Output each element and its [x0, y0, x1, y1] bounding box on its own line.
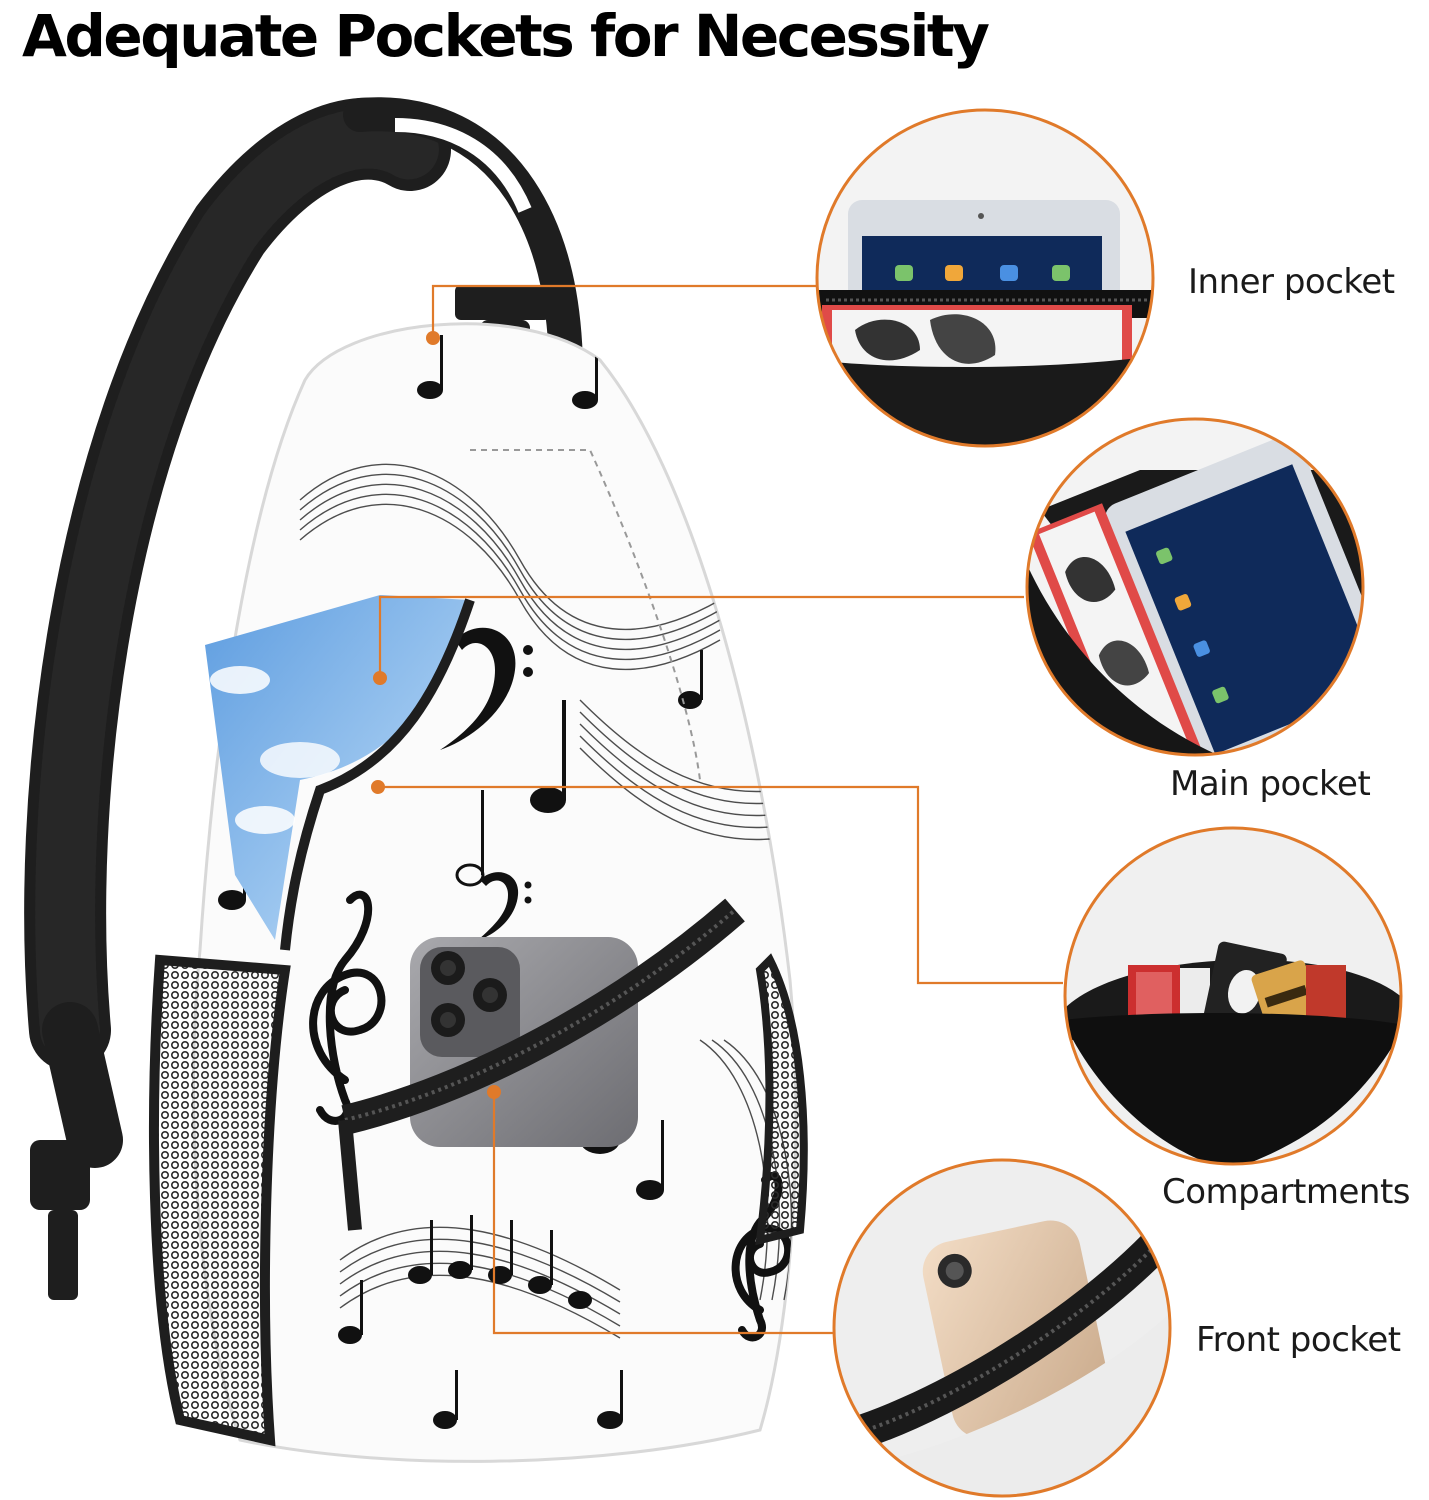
music-pattern: [218, 335, 793, 1429]
front-pocket-detail: [832, 1158, 1172, 1498]
callout-dots: [371, 331, 501, 1099]
main-pocket-label: Main pocket: [1170, 764, 1371, 804]
shoulder-strap: [24, 97, 451, 1071]
main-pocket-detail: [1025, 417, 1365, 757]
bass-clef-icon: [440, 627, 533, 940]
compartments-label: Compartments: [1162, 1172, 1411, 1212]
book-in-main-pocket: [205, 595, 475, 951]
page-title: Adequate Pockets for Necessity: [22, 2, 990, 70]
front-pocket-label: Front pocket: [1196, 1320, 1401, 1360]
inner-pocket-label: Inner pocket: [1188, 262, 1395, 302]
side-mesh-pocket: [149, 954, 291, 1447]
front-zipper: [341, 898, 745, 1135]
callout-lines: [378, 284, 1063, 1335]
inner-pocket-detail: [815, 108, 1155, 448]
sling-bag: [24, 97, 808, 1463]
compartments-detail: [1063, 826, 1403, 1166]
